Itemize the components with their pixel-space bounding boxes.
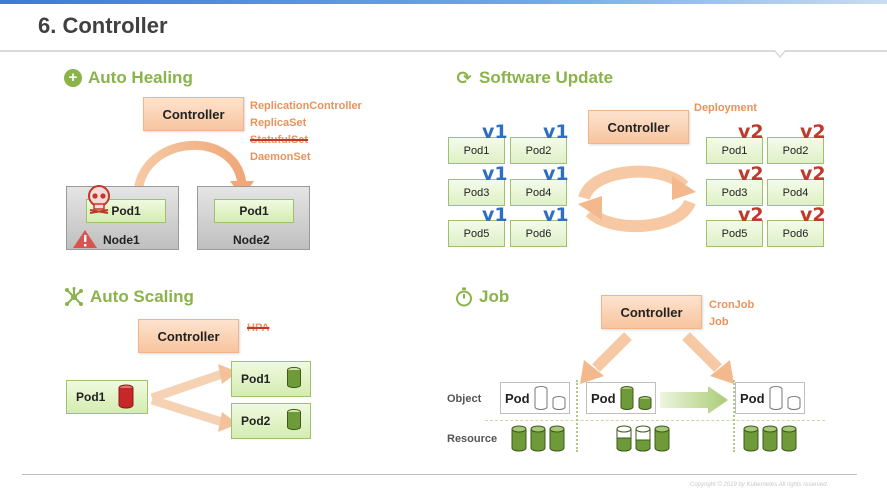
green-database-icons [620, 386, 652, 410]
old-pod-2: Pod2 [510, 137, 567, 164]
job-controller-arrows [580, 332, 734, 384]
green-database-icon [287, 366, 301, 389]
old-pod-5: Pod5 [448, 220, 505, 247]
resource-full-icons-after [743, 425, 797, 452]
new-version-label-6: v2 [800, 204, 826, 226]
old-pod-4: Pod4 [510, 179, 567, 206]
new-version-label-1: v2 [738, 121, 764, 143]
auto-scaling-controller: Controller [138, 319, 239, 353]
software-update-controller: Controller [588, 110, 689, 144]
new-pod-1: Pod1 [706, 137, 763, 164]
auto-scaling-title: Auto Scaling [64, 287, 194, 307]
scaling-source-pod: Pod1 [66, 380, 148, 414]
job-controller: Controller [601, 295, 702, 329]
new-version-label-3: v2 [738, 163, 764, 185]
new-version-label-4: v2 [800, 163, 826, 185]
empty-database-icons [769, 386, 801, 410]
auto-healing-controller: Controller [143, 97, 244, 131]
red-database-icon [118, 384, 134, 409]
old-pod-6: Pod6 [510, 220, 567, 247]
old-pod-1: Pod1 [448, 137, 505, 164]
resource-partial-icons [616, 425, 670, 452]
page-title: 6. Controller [38, 13, 168, 38]
old-version-label-1: v1 [482, 121, 508, 143]
new-pod-5: Pod5 [706, 220, 763, 247]
resource-row-label: Resource [447, 433, 498, 445]
auto-healing-title: + Auto Healing [64, 68, 193, 88]
green-database-icon [287, 408, 301, 431]
old-version-label-2: v1 [543, 121, 569, 143]
job-pod-1-label: Pod [505, 391, 530, 406]
node1-label: Node1 [103, 233, 140, 247]
object-row-label: Object [447, 393, 482, 405]
job-title: Job [455, 287, 509, 307]
old-pod-3: Pod3 [448, 179, 505, 206]
footer-divider [22, 474, 857, 475]
skull-icon [88, 185, 110, 214]
job-column-divider-2 [733, 380, 735, 452]
scaling-fork-arrows [150, 364, 238, 432]
job-pod-2-label: Pod [591, 391, 616, 406]
title-divider [0, 50, 887, 52]
new-pod-4: Pod4 [767, 179, 824, 206]
scaled-pod-1: Pod1 [231, 361, 311, 397]
new-version-label-5: v2 [738, 204, 764, 226]
new-version-label-2: v2 [800, 121, 826, 143]
auto-healing-controller-types: ReplicationController ReplicaSet Statufu… [250, 100, 362, 163]
refresh-icon: ⟳ [456, 68, 472, 88]
job-row-divider [485, 420, 825, 421]
old-version-label-3: v1 [482, 163, 508, 185]
title-notch [774, 50, 786, 58]
software-update-controller-type: Deployment [694, 102, 757, 114]
job-complete-arrow [660, 386, 728, 414]
node2-pod: Pod1 [214, 199, 294, 223]
node2-label: Node2 [233, 233, 270, 247]
plus-circle-icon: + [64, 69, 82, 87]
new-pod-3: Pod3 [706, 179, 763, 206]
job-column-divider-1 [576, 380, 578, 452]
job-controller-types: CronJob Job [709, 299, 755, 328]
new-pod-2: Pod2 [767, 137, 824, 164]
job-pod-3-label: Pod [740, 391, 765, 406]
old-version-label-5: v1 [482, 204, 508, 226]
old-version-label-6: v1 [543, 204, 569, 226]
auto-scaling-controller-type: HPA [247, 322, 270, 334]
stopwatch-icon [456, 287, 472, 307]
warning-icon [73, 230, 97, 248]
network-nodes-icon [65, 287, 83, 306]
header-accent-bar [0, 0, 887, 4]
software-update-title: ⟳ Software Update [456, 68, 614, 88]
empty-database-icons [534, 386, 566, 410]
update-cycle-arrows [578, 165, 696, 233]
node1-pod: Pod1 [86, 199, 166, 223]
resource-full-icons [511, 425, 565, 452]
copyright-text: Copyright © 2019 by Kubernetes All right… [690, 482, 829, 488]
new-pod-6: Pod6 [767, 220, 824, 247]
old-version-label-4: v1 [543, 163, 569, 185]
